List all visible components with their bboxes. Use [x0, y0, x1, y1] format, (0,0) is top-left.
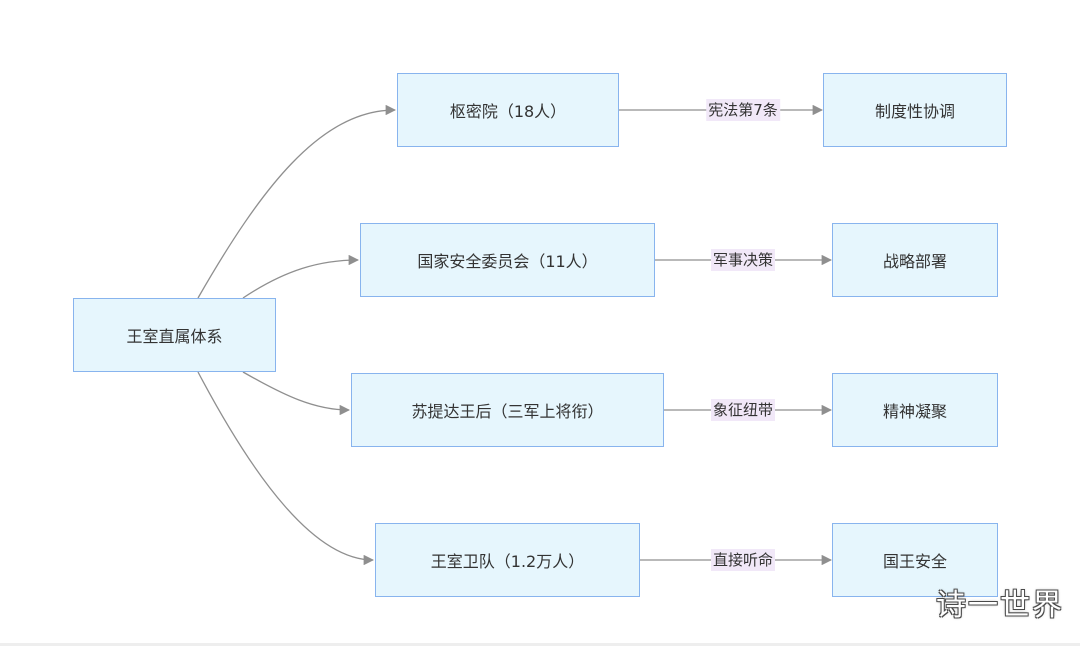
branch-node-national-security-council: 国家安全委员会（11人） — [360, 223, 655, 297]
target-node-spiritual-cohesion: 精神凝聚 — [832, 373, 998, 447]
edge-label-symbolic-bond: 象征纽带 — [710, 399, 776, 421]
branch-node-royal-guard: 王室卫队（1.2万人） — [375, 523, 640, 597]
edge-root-to-branch-1 — [197, 104, 397, 299]
bottom-divider — [0, 643, 1080, 646]
target-node-institutional-coordination: 制度性协调 — [823, 73, 1007, 147]
edge-root-to-branch-4 — [197, 371, 375, 566]
root-node: 王室直属体系 — [73, 298, 276, 372]
edge-label-constitution-article-7: 宪法第7条 — [706, 99, 780, 121]
branch-node-queen-suthida: 苏提达王后（三军上将衔） — [351, 373, 664, 447]
branch-node-privy-council: 枢密院（18人） — [397, 73, 619, 147]
edge-root-to-branch-3 — [242, 371, 351, 416]
edge-root-to-branch-2 — [242, 254, 360, 299]
target-node-king-security: 国王安全 — [832, 523, 998, 597]
edge-label-direct-command: 直接听命 — [710, 549, 776, 571]
watermark: 诗一世界 — [936, 588, 1064, 623]
edge-label-military-decision: 军事决策 — [710, 249, 776, 271]
target-node-strategic-deployment: 战略部署 — [832, 223, 998, 297]
